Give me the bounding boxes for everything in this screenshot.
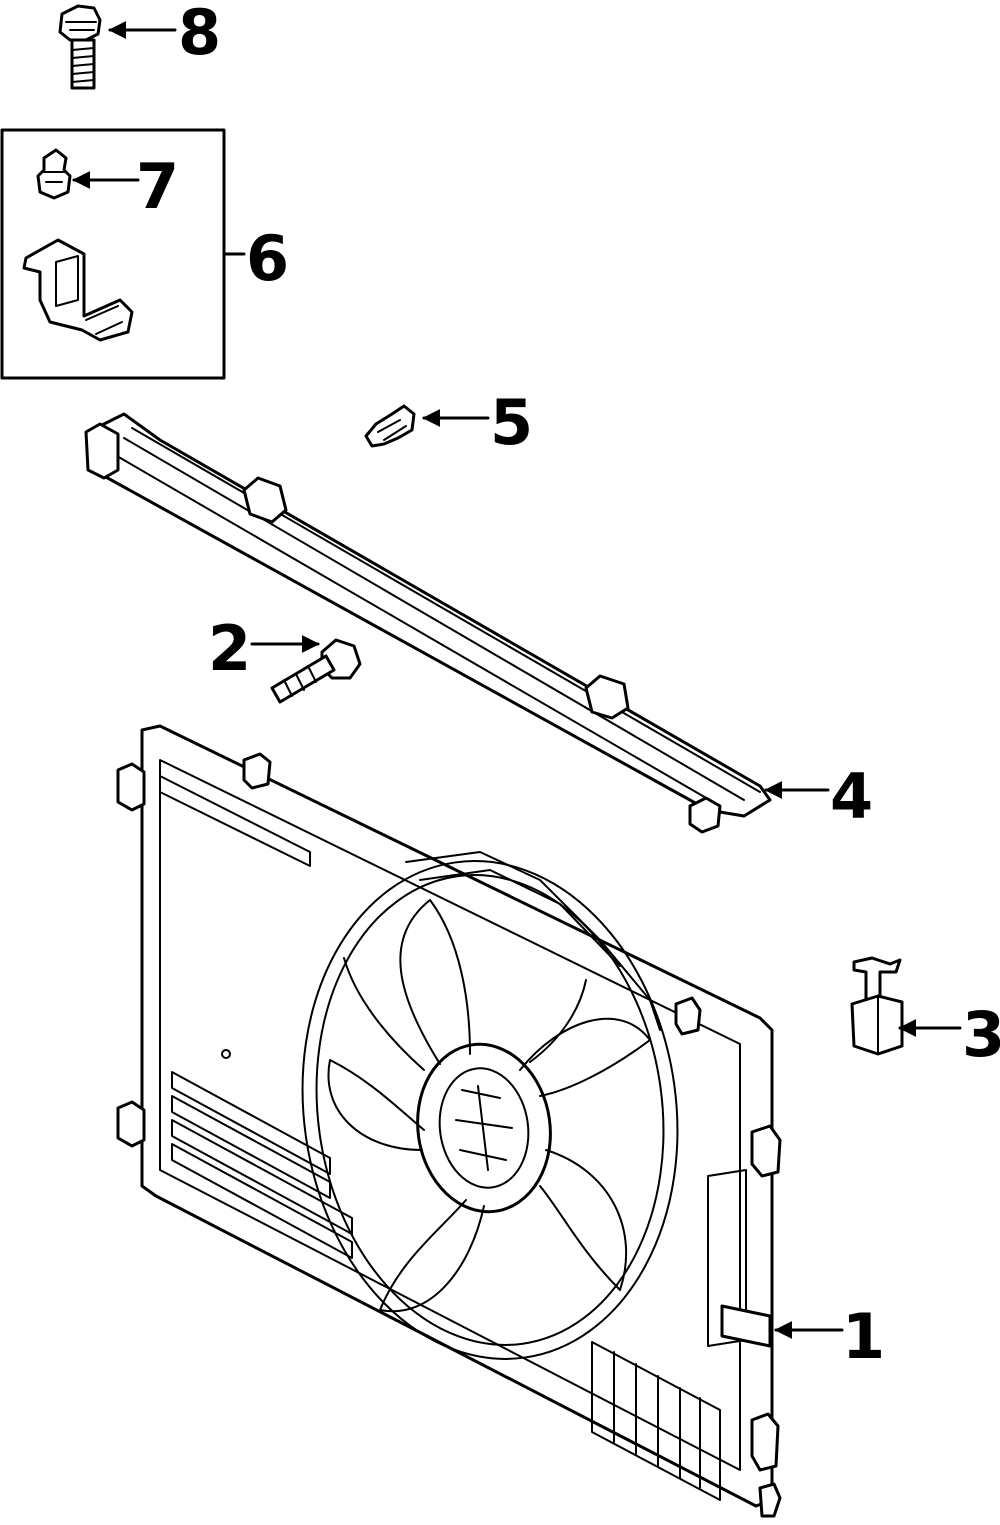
callout-8: 8 (178, 0, 221, 69)
callout-5: 5 (490, 386, 533, 459)
push-pin-part-5 (364, 404, 416, 448)
callout-7: 7 (136, 150, 179, 223)
bracket-part-6 (22, 238, 134, 342)
callout-6: 6 (246, 222, 289, 295)
connector-part-3 (850, 956, 904, 1056)
callout-3: 3 (962, 998, 1000, 1071)
bolt-part-8 (58, 4, 102, 90)
bolt-part-2 (270, 638, 362, 704)
fan-shroud-assembly-part-1 (116, 724, 782, 1518)
clip-part-7 (36, 148, 72, 200)
callout-4: 4 (830, 760, 873, 833)
callout-2: 2 (208, 612, 251, 685)
callout-1: 1 (842, 1300, 885, 1373)
upper-bracket-part-4 (84, 412, 772, 834)
